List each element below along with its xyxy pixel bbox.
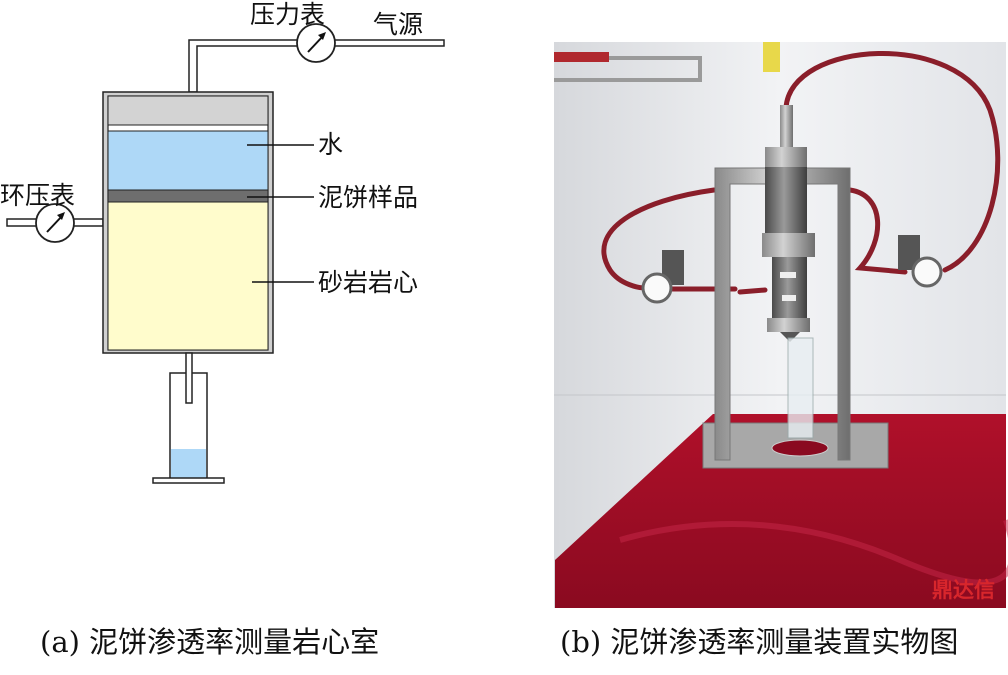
core-holder (102, 91, 274, 354)
piston (107, 95, 269, 126)
measuring-cylinder (152, 352, 225, 484)
yellow-tape (763, 42, 780, 72)
confining-gauge-icon (35, 203, 75, 243)
label-pressure-gauge: 压力表 (250, 0, 326, 29)
pressure-gauge-icon (296, 23, 336, 63)
caption-a: (a) 泥饼渗透率测量岩心室 (40, 625, 380, 659)
mud-cake-layer (107, 189, 269, 203)
label-water: 水 (318, 130, 344, 159)
sandstone-layer (107, 201, 269, 351)
leader-lines (247, 144, 314, 283)
caption-b: (b) 泥饼渗透率测量装置实物图 (560, 625, 959, 659)
label-confining-gauge: 环压表 (0, 181, 76, 210)
label-mud-cake-sample: 泥饼样品 (318, 183, 419, 212)
watermark-logo: 鼎达信 (932, 578, 995, 602)
water-layer (107, 130, 269, 191)
apparatus-photo (554, 42, 1008, 608)
label-gas-source: 气源 (373, 10, 424, 39)
label-sandstone-core: 砂岩岩心 (318, 268, 419, 297)
